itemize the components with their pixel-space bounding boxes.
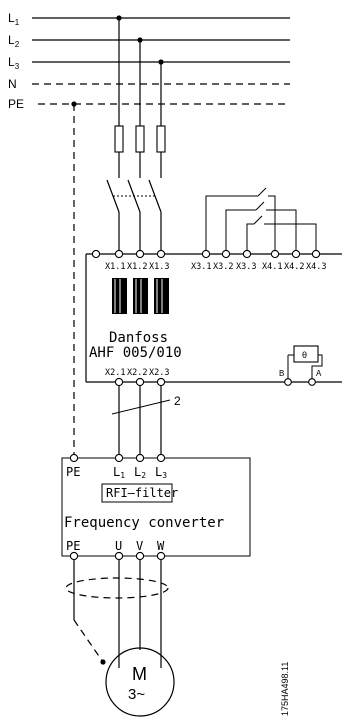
label-pe: PE bbox=[8, 97, 24, 111]
output-w-label: W bbox=[157, 539, 165, 553]
terminal-x1-3 bbox=[156, 249, 166, 259]
frequency-converter: PE L1 L2 L3 RFI–filter Frequency convert… bbox=[61, 453, 251, 561]
terminal-x1-2 bbox=[135, 249, 145, 259]
terminal-blank bbox=[91, 249, 101, 259]
label-x1-1: X1.1 bbox=[105, 262, 125, 272]
terminal-a bbox=[308, 378, 316, 386]
terminal-x3-2 bbox=[221, 249, 231, 259]
cable-marker bbox=[111, 399, 171, 415]
motor-cable bbox=[65, 560, 169, 668]
label-x2-1: X2.1 bbox=[105, 368, 125, 378]
harmonic-filter: X1.1 X1.2 X1.3 X3.1 X3.2 X3.3 X4.1 X4.2 … bbox=[85, 249, 342, 387]
cable-callout: 2 bbox=[174, 394, 181, 408]
converter-l1-label: L1 bbox=[113, 465, 125, 480]
converter-l2-label: L2 bbox=[134, 465, 146, 480]
terminal-x2-2 bbox=[135, 377, 145, 387]
motor-phase: 3~ bbox=[128, 686, 145, 703]
cable-shield bbox=[65, 577, 169, 599]
thermal-switch-body bbox=[293, 345, 319, 363]
converter-l2-input bbox=[135, 453, 145, 463]
converter-pe-input bbox=[69, 453, 79, 463]
converter-pe-label: PE bbox=[66, 465, 80, 479]
motor: M 3~ bbox=[105, 647, 175, 717]
terminal-out-u bbox=[114, 551, 124, 561]
converter-title: Frequency converter bbox=[64, 515, 224, 531]
thermal-label-b: B bbox=[279, 369, 284, 378]
label-n: N bbox=[8, 77, 17, 91]
output-u-label: U bbox=[115, 539, 122, 553]
converter-l1-input bbox=[114, 453, 124, 463]
fuse-l2 bbox=[135, 125, 145, 153]
label-x4-3: X4.3 bbox=[306, 262, 326, 272]
inductor-core-3 bbox=[154, 278, 169, 314]
inductor-core-1 bbox=[112, 278, 127, 314]
label-l2: L2 bbox=[8, 33, 20, 49]
label-x1-3: X1.3 bbox=[149, 262, 169, 272]
label-l1: L1 bbox=[8, 11, 20, 27]
label-x2-2: X2.2 bbox=[127, 368, 147, 378]
output-v-label: V bbox=[136, 539, 143, 553]
supply-labels: L1 L2 L3 N PE bbox=[8, 11, 24, 111]
converter-l3-label: L3 bbox=[155, 465, 167, 480]
phase-l3-drop bbox=[148, 62, 166, 254]
phase-l2-drop bbox=[127, 40, 145, 254]
drawing-number: 175HA498.11 bbox=[280, 662, 290, 716]
motor-circle bbox=[105, 647, 175, 717]
thermal-symbol: θ bbox=[302, 350, 307, 360]
label-x3-2: X3.2 bbox=[213, 262, 233, 272]
fuse-l1 bbox=[114, 125, 124, 153]
terminal-x4-1 bbox=[270, 249, 280, 259]
terminal-out-v bbox=[135, 551, 145, 561]
terminal-x3-3 bbox=[242, 249, 252, 259]
terminal-out-w bbox=[156, 551, 166, 561]
terminal-x2-1 bbox=[114, 377, 124, 387]
terminal-x4-2 bbox=[291, 249, 301, 259]
inductor-core-2 bbox=[133, 278, 148, 314]
terminal-x3-1 bbox=[201, 249, 211, 259]
output-pe-label: PE bbox=[66, 539, 80, 553]
phase-l1-drop bbox=[106, 18, 124, 254]
converter-l3-input bbox=[156, 453, 166, 463]
label-x4-1: X4.1 bbox=[262, 262, 282, 272]
terminal-x1-1 bbox=[114, 249, 124, 259]
rfi-filter-label: RFI–filter bbox=[106, 486, 178, 500]
label-l3: L3 bbox=[8, 55, 20, 71]
fuse-l3 bbox=[156, 125, 166, 153]
label-x1-2: X1.2 bbox=[127, 262, 147, 272]
converter-box bbox=[61, 457, 251, 557]
label-x4-2: X4.2 bbox=[284, 262, 304, 272]
thermal-switch: θ B A bbox=[279, 345, 323, 386]
terminal-b bbox=[284, 378, 292, 386]
terminal-out-pe bbox=[69, 551, 79, 561]
motor-symbol: M bbox=[132, 664, 147, 684]
terminal-x2-3 bbox=[156, 377, 166, 387]
filter-model: AHF 005/010 bbox=[89, 345, 182, 361]
aux-contacts bbox=[205, 187, 317, 254]
motor-pe-junction bbox=[100, 659, 106, 665]
cable-filter-to-converter: 2 bbox=[111, 386, 181, 458]
label-x3-3: X3.3 bbox=[236, 262, 256, 272]
filter-brand: Danfoss bbox=[109, 330, 168, 346]
label-x2-3: X2.3 bbox=[149, 368, 169, 378]
thermal-label-a: A bbox=[316, 369, 322, 378]
rfi-filter-box bbox=[101, 483, 173, 503]
terminal-x4-3 bbox=[311, 249, 321, 259]
label-x3-1: X3.1 bbox=[191, 262, 211, 272]
